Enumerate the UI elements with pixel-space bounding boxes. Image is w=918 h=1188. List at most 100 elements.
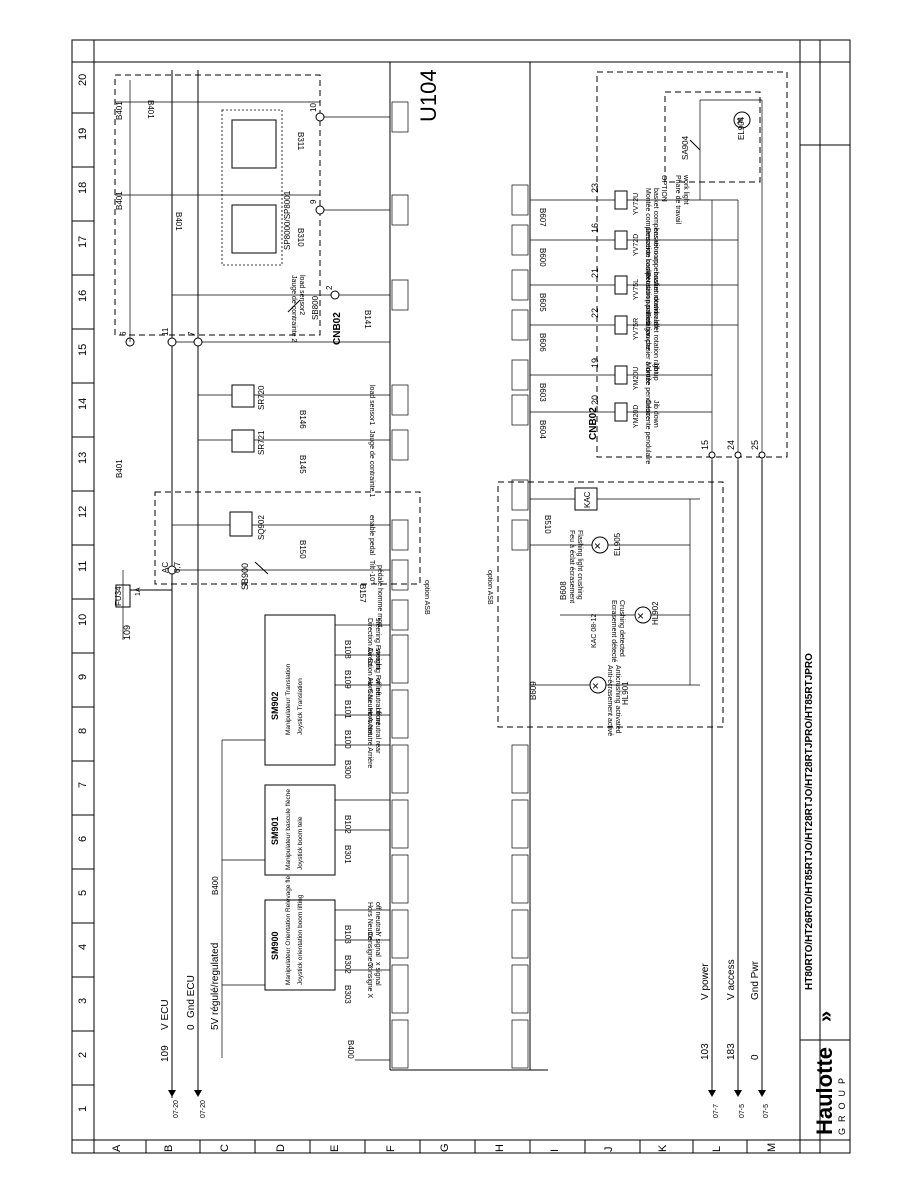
row-D: D xyxy=(275,1144,287,1152)
col-8: 8 xyxy=(77,728,89,734)
model-list: HT80RTO/HT26RTO/HT85RTJO/HT28RTJO/HT28RT… xyxy=(804,653,815,990)
sr721-tag: SR721 xyxy=(257,430,266,455)
sm900-tag: SM900 xyxy=(270,931,280,960)
out-comp-up-fr: Montée compensation basket xyxy=(644,188,651,279)
wire-b141: B141 xyxy=(363,310,372,329)
wire-b400b: B400 xyxy=(211,876,220,895)
out-rot-right-en: basket rotation right xyxy=(652,312,659,374)
pin-22: 22 xyxy=(590,308,600,318)
kac-tag: KAC xyxy=(583,491,592,508)
wire-b609: B609 xyxy=(529,681,538,700)
wire-b603: B603 xyxy=(538,383,547,402)
wire-b608: B608 xyxy=(559,581,568,600)
pin-10: 10 xyxy=(309,103,318,112)
column-ticks xyxy=(72,112,94,1086)
row-K: K xyxy=(657,1144,669,1152)
opt-asb-2: option ASB xyxy=(486,570,493,605)
worklight-fr: Phare de travail xyxy=(674,175,681,224)
wire-b311: B311 xyxy=(296,132,305,151)
sig-left-en: steering Fw left xyxy=(374,648,381,696)
brand-chevrons: » xyxy=(815,1011,837,1022)
out-rot-right-fr: Rotation panier à droite xyxy=(644,312,651,385)
pin-6: 6 xyxy=(119,331,128,336)
sm901-fr: Manipulateur bascule flèche xyxy=(285,789,292,870)
out-jib-up-fr: Montée pendulaire xyxy=(644,362,651,420)
pin-24: 24 xyxy=(726,440,736,450)
opt-asb-1: option ASB xyxy=(423,580,430,615)
rail-109-label: V ECU xyxy=(160,999,171,1030)
sm902-en: Joystick Translation xyxy=(297,678,304,735)
sig-front-en: off neutral front xyxy=(374,678,381,725)
sig-right-fr: Direction Av. Dr. xyxy=(366,618,373,668)
sr720-tilt-minus: SR720 B146 load sensor1 xyxy=(198,384,390,429)
col-14: 14 xyxy=(77,398,89,410)
out-jib-down-fr: Descente pendulaire xyxy=(644,400,651,464)
hl901-tag: HL901 xyxy=(621,681,630,705)
ecu-label: U104 xyxy=(416,69,441,122)
rail-ref-1: 07-20 xyxy=(173,1100,180,1118)
hl902-tag: HL902 xyxy=(651,601,660,625)
out-comp-up-en: basket compensation up xyxy=(652,188,659,264)
sig-tilt-minus: load sensor1 xyxy=(368,385,375,425)
sm900-en: Joystick orientation boom lifting xyxy=(297,894,304,985)
load-sensors: SP8000/SP8001 B310 B311 B401 B401 B401 B… xyxy=(114,74,390,478)
wire-b400a: B400 xyxy=(346,1040,355,1059)
sp8001-tag: SP8000/SP8001 xyxy=(283,190,292,250)
pin-7: 7 xyxy=(187,331,196,336)
yv75l-tag: YV75L xyxy=(633,279,640,300)
rail-ref-2: 07-20 xyxy=(200,1100,207,1118)
ecu-u104: U104 xyxy=(389,62,548,1071)
row-I: I xyxy=(549,1149,561,1152)
cnb02-tag-top: CNB02 xyxy=(332,312,343,345)
pin-19: 19 xyxy=(590,358,600,368)
fuse-name: FU34 xyxy=(114,586,123,606)
sm902-tag: SM902 xyxy=(270,691,280,720)
wire-b146: B146 xyxy=(298,410,307,429)
row-F: F xyxy=(385,1145,397,1152)
sr721-tilt-plus: SR721 B145 Jauge de contrainte 1 xyxy=(198,429,390,497)
wire-b604: B604 xyxy=(538,420,547,439)
sa904-tag: SA904 xyxy=(681,135,690,160)
yv75r-tag: YV75R xyxy=(633,318,640,340)
pin-20: 20 xyxy=(590,395,600,405)
wire-b103: B103 xyxy=(343,925,352,944)
yv72u-tag: YV72U xyxy=(633,193,640,215)
wire-b607: B607 xyxy=(538,208,547,227)
lamp-crush-fr: Ecrasement détecté xyxy=(610,600,617,662)
sig-y-en: Y signal xyxy=(374,932,381,957)
lamp-crush-en: Crushing detected xyxy=(618,600,625,657)
sb800-tag: SB800 xyxy=(311,295,320,320)
pin-11: 11 xyxy=(161,327,170,336)
pin-25: 25 xyxy=(750,440,760,450)
col-16: 16 xyxy=(77,290,89,302)
joystick-signal-labels: Consigne X x signal Consigne Y Y signal … xyxy=(211,618,390,1061)
row-ruler: A B C D E F G H I J K L M xyxy=(111,1143,778,1152)
sm901-tag: SM901 xyxy=(270,816,280,845)
sb900-tag: SB900 xyxy=(240,563,250,590)
out-rot-left-fr: Rotation panier à gauche xyxy=(644,272,651,350)
joystick-sm900: SM900 Manipulateur Orientation Relevage … xyxy=(264,865,390,1004)
hl901-x: × xyxy=(592,679,599,693)
sig-front-fr: Hors Neutre Avant xyxy=(366,678,373,735)
sig-active-bar: enable pedal xyxy=(368,515,375,556)
rail-183-label: V access xyxy=(726,959,737,1000)
rail-109-num: 109 xyxy=(160,1045,171,1062)
pin-9: 9 xyxy=(309,199,318,204)
rail-0b-num: 0 xyxy=(750,1054,761,1060)
kac-ref: KAC 08-12 xyxy=(591,614,598,648)
col-12: 12 xyxy=(77,506,89,518)
rail-183-num: 183 xyxy=(726,1043,737,1060)
hl902-x: × xyxy=(637,609,644,623)
rails: 109 V ECU 07-20 0 Gnd ECU 07-20 5V régul… xyxy=(160,70,770,1118)
sig-left-fr: Direction Av. Gau. xyxy=(366,648,373,704)
col-19: 19 xyxy=(77,128,89,140)
wire-b100: B100 xyxy=(343,730,352,749)
wire-b310: B310 xyxy=(296,228,305,247)
wire-b401a: B401 xyxy=(115,191,124,210)
fuse-rating: 1A xyxy=(135,587,142,596)
pin-21: 21 xyxy=(590,268,600,278)
rail-103-label: V power xyxy=(700,963,711,1000)
lamp-anti-fr: Anti-écrasement activé xyxy=(606,665,613,736)
sm900-fr: Manipulateur Orientation Relevage flèche xyxy=(285,865,292,985)
out-jib-down-en: Jib down xyxy=(652,400,659,428)
